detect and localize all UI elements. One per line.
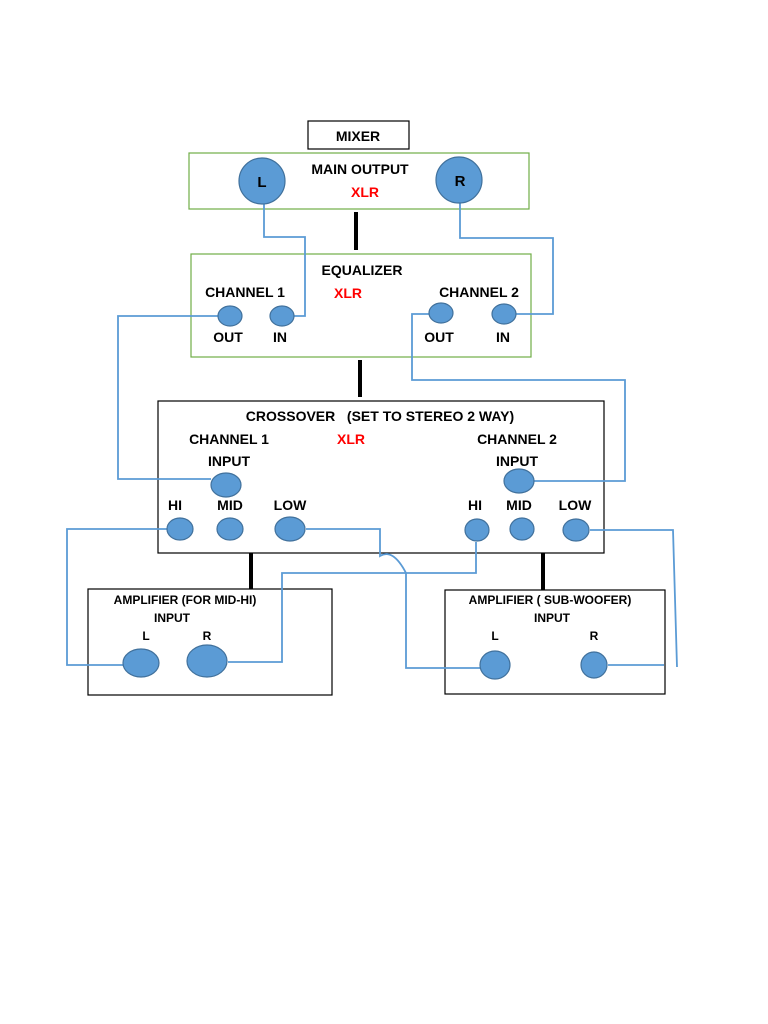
- wire-crossover-ch2-low-right: [590, 529, 678, 668]
- crossover-ch2-input-jack[interactable]: [503, 468, 535, 494]
- crossover-channel1-label: CHANNEL 1: [189, 431, 269, 447]
- amplifier-sub-woofer-box: [444, 589, 666, 695]
- amp-sub-right-jack[interactable]: [580, 651, 608, 679]
- amp-sub-left-jack[interactable]: [479, 650, 511, 680]
- wire-mixer-l-to-eq-ch1-in: [263, 202, 306, 317]
- equalizer-box: [190, 253, 532, 358]
- crossover-ch2-mid-label: MID: [506, 497, 532, 513]
- crossover-ch2-mid-jack[interactable]: [509, 517, 535, 541]
- main-output-label: MAIN OUTPUT: [311, 161, 409, 177]
- amp-midhi-title: AMPLIFIER (FOR MID-HI): [114, 593, 257, 607]
- crossover-ch1-low-jack[interactable]: [274, 516, 306, 542]
- mixer-xlr-label: XLR: [351, 184, 379, 200]
- amp-sub-input-label: INPUT: [534, 611, 571, 625]
- crossover-title: CROSSOVER (SET TO STEREO 2 WAY): [246, 408, 514, 424]
- eq-ch1-out-label: OUT: [213, 329, 243, 345]
- eq-channel1-label: CHANNEL 1: [205, 284, 285, 300]
- wire-crossover-low-to-amp-sub-l: [306, 528, 480, 669]
- amp-midhi-left-label: L: [142, 629, 149, 643]
- crossover-ch2-hi-label: HI: [468, 497, 482, 513]
- crossover-xlr-label: XLR: [337, 431, 365, 447]
- mixer-right-jack[interactable]: [435, 156, 483, 204]
- amp-sub-right-label: R: [590, 629, 599, 643]
- crossover-channel2-label: CHANNEL 2: [477, 431, 557, 447]
- amp-midhi-left-jack[interactable]: [122, 648, 160, 678]
- eq-channel2-label: CHANNEL 2: [439, 284, 519, 300]
- crossover-ch1-input-jack[interactable]: [210, 472, 242, 498]
- eq-ch1-out-jack[interactable]: [217, 305, 243, 327]
- crossover-ch2-low-jack[interactable]: [562, 518, 590, 542]
- crossover-ch1-input-label: INPUT: [208, 453, 250, 469]
- crossover-ch1-mid-label: MID: [217, 497, 243, 513]
- crossover-ch1-mid-jack[interactable]: [216, 517, 244, 541]
- equalizer-xlr-label: XLR: [334, 285, 362, 301]
- eq-ch1-in-label: IN: [273, 329, 287, 345]
- amp-midhi-right-label: R: [203, 629, 212, 643]
- equalizer-title: EQUALIZER: [322, 262, 403, 278]
- wire-crossover-hi-to-amp-midhi-l: [66, 528, 167, 666]
- eq-ch2-in-jack[interactable]: [491, 303, 517, 325]
- wire-eq-ch1-out-to-crossover-ch1: [117, 315, 218, 480]
- amp-midhi-right-jack[interactable]: [186, 644, 228, 678]
- crossover-ch2-low-label: LOW: [559, 497, 592, 513]
- eq-ch1-in-jack[interactable]: [269, 305, 295, 327]
- mixer-left-label: L: [257, 174, 266, 191]
- crossover-ch1-hi-jack[interactable]: [166, 517, 194, 541]
- amp-midhi-input-label: INPUT: [154, 611, 191, 625]
- crossover-ch2-hi-jack[interactable]: [464, 518, 490, 542]
- mixer-title-box: [307, 120, 410, 150]
- wire-mixer-r-to-eq-ch2-in: [459, 200, 554, 315]
- mixer-title: MIXER: [336, 128, 380, 144]
- eq-ch2-in-label: IN: [496, 329, 510, 345]
- amp-sub-title: AMPLIFIER ( SUB-WOOFER): [469, 593, 632, 607]
- mixer-left-jack[interactable]: [238, 157, 286, 205]
- amp-sub-left-label: L: [491, 629, 498, 643]
- eq-ch2-out-jack[interactable]: [428, 302, 454, 324]
- eq-ch2-out-label: OUT: [424, 329, 454, 345]
- crossover-ch1-low-label: LOW: [274, 497, 307, 513]
- wire-crossover-ch2-hi-to-amp-midhi-r: [228, 542, 477, 663]
- wire-eq-ch2-out-to-crossover-ch2: [411, 313, 626, 482]
- crossover-ch1-hi-label: HI: [168, 497, 182, 513]
- crossover-ch2-input-label: INPUT: [496, 453, 538, 469]
- mixer-right-label: R: [455, 173, 466, 190]
